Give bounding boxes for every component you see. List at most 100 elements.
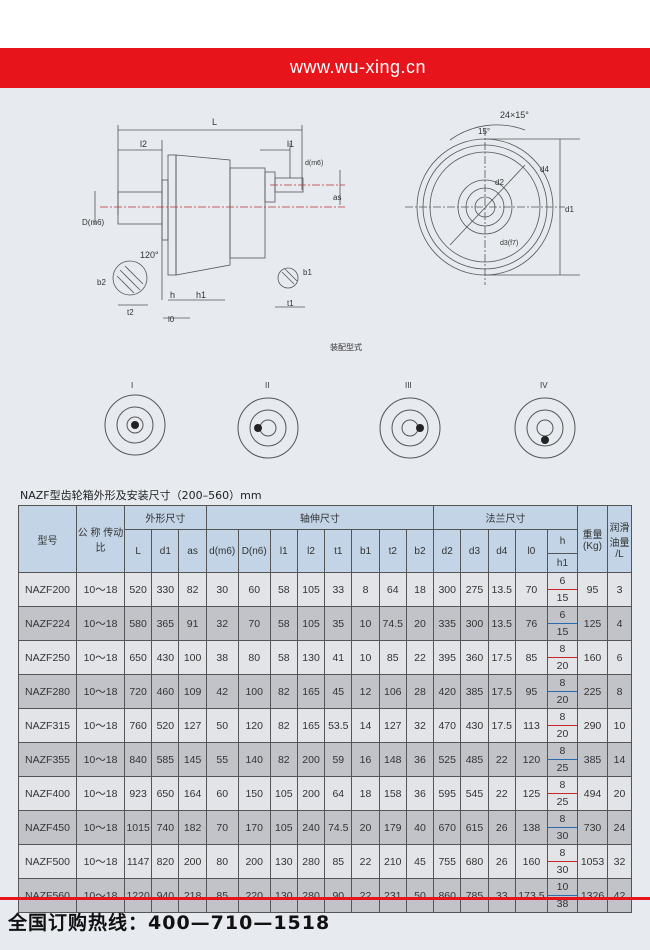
table-cell: 615 — [460, 810, 489, 845]
table-cell: 12 — [351, 674, 380, 709]
table-cell: 105 — [296, 572, 326, 607]
column-header: as — [178, 529, 207, 573]
table-cell: 10 — [607, 708, 632, 743]
table-cell: 17.5 — [487, 640, 516, 675]
column-header: d2 — [433, 529, 462, 573]
table-cell: 76 — [514, 606, 548, 641]
cell-h1: 20 — [556, 694, 569, 706]
label-l0: l0 — [168, 315, 175, 324]
table-cell: 785 — [460, 878, 489, 913]
table-cell: 300 — [433, 572, 462, 607]
table-cell: 10 — [351, 640, 380, 675]
table-cell: 10～18 — [76, 810, 125, 845]
table-cell: 300 — [460, 606, 489, 641]
label-holes: 24×15° — [500, 110, 529, 120]
column-header: L — [123, 529, 153, 573]
table-cell: 100 — [237, 674, 271, 709]
table-cell: 59 — [324, 742, 353, 777]
cell-model: NAZF224 — [18, 606, 77, 641]
cell-model: NAZF500 — [18, 844, 77, 879]
assembly-type-II: II — [237, 381, 299, 459]
footer-divider — [0, 897, 650, 900]
table-cell: 10～18 — [76, 572, 125, 607]
shaft-position-icon — [416, 424, 424, 432]
table-cell: 82 — [178, 572, 207, 607]
column-header: h — [546, 529, 579, 554]
assembly-label: I — [131, 381, 133, 390]
label-l1: l1 — [287, 139, 294, 149]
table-cell: 173.5 — [514, 878, 548, 913]
table-cell: 210 — [378, 844, 407, 879]
table-cell: 35 — [324, 606, 353, 641]
table-cell: 395 — [433, 640, 462, 675]
table-cell: 32 — [607, 844, 632, 879]
table-cell: 335 — [433, 606, 462, 641]
header-model: 型号 — [18, 505, 77, 573]
table-cell: 36 — [405, 742, 435, 777]
table-cell: 1326 — [577, 878, 608, 913]
cell-h: 6 — [547, 573, 577, 590]
table-cell: 820 — [151, 844, 180, 879]
table-cell: 50 — [205, 708, 239, 743]
assembly-type-III: III — [379, 381, 441, 459]
table-cell: 22 — [351, 844, 380, 879]
dimension-table: 型号 公 称 传动比 外形尺寸 轴伸尺寸 法兰尺寸 重量 (Kg) 润滑 油量 … — [18, 505, 632, 913]
table-cell: 140 — [237, 742, 271, 777]
cell-h1: 15 — [556, 592, 569, 604]
table-cell: 1053 — [577, 844, 608, 879]
table-cell: 170 — [237, 810, 271, 845]
table-cell: 130 — [269, 878, 298, 913]
label-15: 15° — [478, 127, 490, 136]
label-h: h — [170, 290, 175, 300]
table-cell: 730 — [577, 810, 608, 845]
table-cell: 30 — [205, 572, 239, 607]
label-120: 120° — [140, 250, 159, 260]
column-header: l1 — [269, 529, 298, 573]
assembly-label: III — [405, 381, 412, 390]
order-hotline: 全国订购热线：400—710—1518 — [8, 912, 331, 934]
label-d3: d3(f7) — [500, 240, 518, 247]
input-shaft — [117, 191, 163, 225]
table-cell: 41 — [324, 640, 353, 675]
cell-model: NAZF400 — [18, 776, 77, 811]
assembly-label: II — [265, 381, 269, 390]
table-cell: 82 — [269, 742, 298, 777]
column-header: l2 — [296, 529, 326, 573]
table-cell: 240 — [296, 810, 326, 845]
table-cell: 50 — [405, 878, 435, 913]
table-cell: 20 — [607, 776, 632, 811]
table-cell: 940 — [151, 878, 180, 913]
table-cell: 14 — [351, 708, 380, 743]
shaft-section-2 — [277, 267, 299, 289]
shaft-position-icon — [254, 424, 262, 432]
table-cell: 165 — [296, 708, 326, 743]
table-cell: 36 — [405, 776, 435, 811]
table-cell: 6 — [607, 640, 632, 675]
table-cell: 20 — [351, 810, 380, 845]
table-cell: 90 — [324, 878, 353, 913]
label-b2: b2 — [97, 278, 106, 287]
table-cell: 24 — [607, 810, 632, 845]
cell-h: 8 — [547, 777, 577, 794]
table-cell: 280 — [296, 844, 326, 879]
table-cell: 680 — [460, 844, 489, 879]
table-cell: 860 — [433, 878, 462, 913]
cell-h1: 30 — [556, 864, 569, 876]
cell-model: NAZF200 — [18, 572, 77, 607]
cell-h1: 38 — [556, 898, 569, 910]
shaft-position-icon — [131, 421, 139, 429]
site-url[interactable]: www.wu-xing.cn — [290, 57, 427, 77]
table-title: NAZF型齿轮箱外形及安装尺寸（200–560）mm — [20, 489, 262, 502]
cell-h1: 25 — [556, 762, 569, 774]
cell-h: 8 — [547, 811, 577, 828]
table-cell: 70 — [514, 572, 548, 607]
table-cell: 200 — [178, 844, 207, 879]
table-cell: 20 — [405, 606, 435, 641]
